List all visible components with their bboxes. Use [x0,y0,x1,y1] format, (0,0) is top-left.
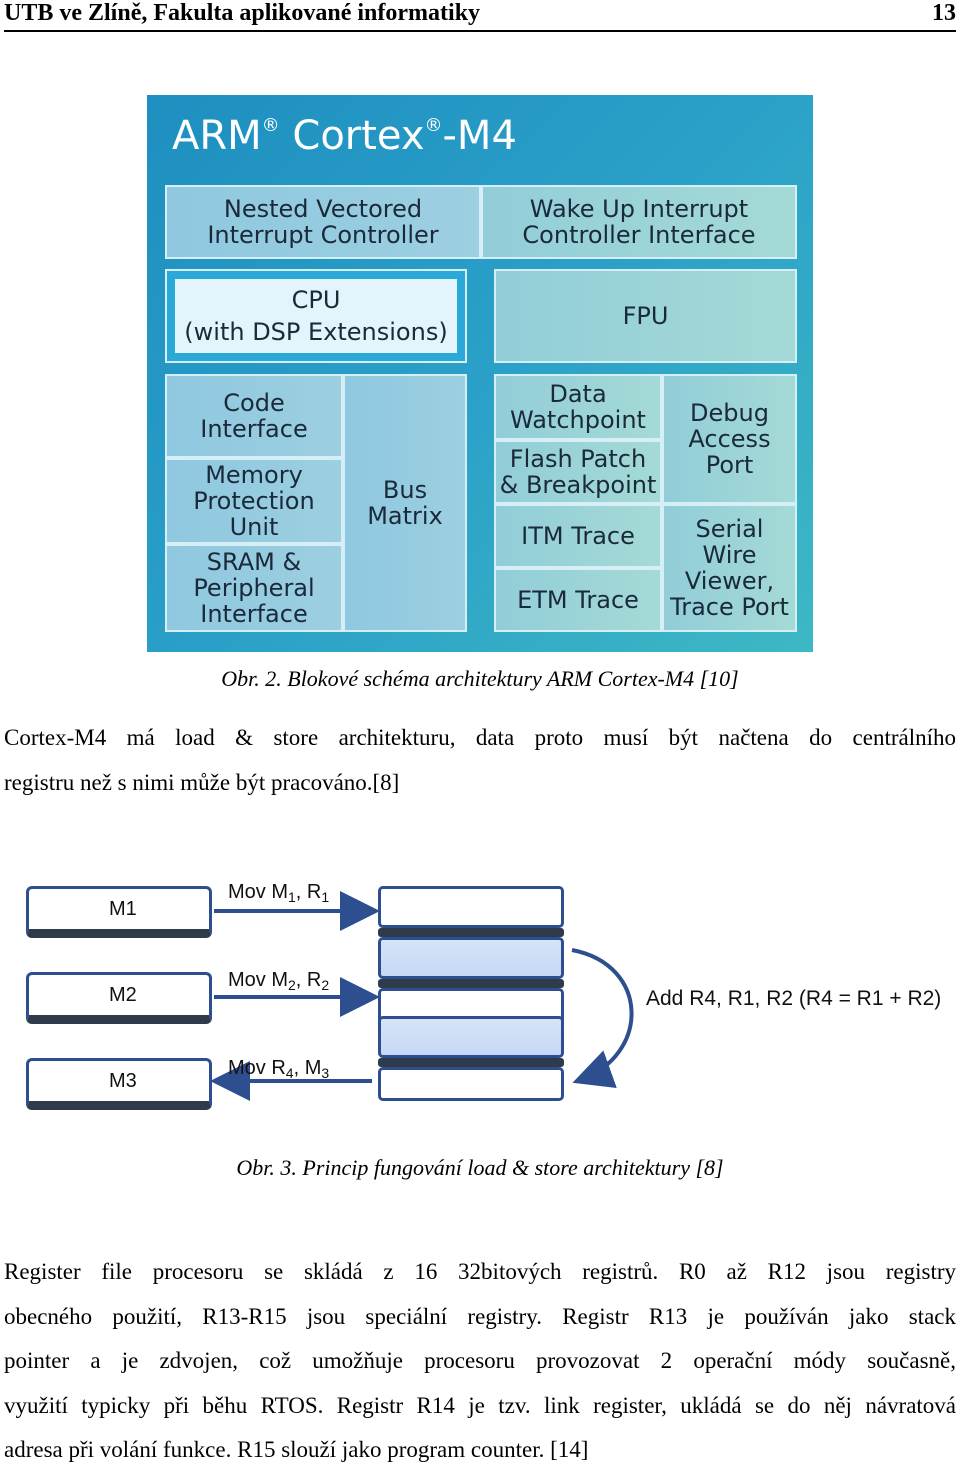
block-itm-trace: ITM Trace [494,504,662,568]
arrow-add [571,948,634,1089]
block-debug-access-port: Debug Access Port [662,374,797,504]
block-cpu-label: CPU (with DSP Extensions) [175,279,457,353]
figure2-caption: Obr. 2. Blokové schéma architektury ARM … [221,666,739,691]
register-separator [378,928,564,937]
block-nvic: Nested Vectored Interrupt Controller [165,185,481,259]
label-mov3: Mov R4, M3 [228,1057,330,1081]
label-mov2: Mov M2, R2 [228,969,330,993]
arrows-layer [210,891,634,1101]
arm-cortex-m4-diagram: ARM® Cortex®-M4 Nested Vectored Interrup… [147,95,813,652]
memory-m1: M1 [26,886,212,938]
memory-m3: M3 [26,1058,212,1110]
block-flash-patch: Flash Patch & Breakpoint [494,440,662,504]
figure3-caption: Obr. 3. Princip fungování load & store a… [236,1155,724,1180]
block-wic: Wake Up Interrupt Controller Interface [481,185,797,259]
paragraph-1-line-2: registru než s nimi může být pracováno.[… [4,769,400,795]
block-mpu: Memory Protection Unit [165,458,343,544]
block-serial-wire-viewer: Serial Wire Viewer, Trace Port [662,504,797,632]
paragraph-2-line-5: adresa při volání funkce. R15 slouží jak… [4,1437,589,1462]
block-cpu: CPU (with DSP Extensions) [165,269,467,363]
block-data-watchpoint: Data Watchpoint [494,374,662,440]
paragraph-2-line-4: využití typicky při běhu RTOS. Registr R… [4,1392,956,1418]
register-5 [378,1067,564,1101]
paragraph-2-line-3: pointer a je zdvojen, což umožňuje proce… [4,1348,956,1373]
register-4 [378,1016,564,1058]
register-separator [378,979,564,988]
register-separator [378,1058,564,1067]
block-etm-trace: ETM Trace [494,568,662,632]
load-store-diagram: M1 M2 M3 Mov M1, R1 Mov M2, R2 Mov R4, M… [0,855,960,1135]
paragraph-2-line-2: obecného použití, R13-R15 jsou speciální… [4,1303,956,1329]
paragraph-2: Register file procesoru se skládá z 16 3… [4,1250,956,1473]
paragraph-2-line-1: Register file procesoru se skládá z 16 3… [4,1259,956,1284]
label-mov1: Mov M1, R1 [228,881,330,905]
block-bus-matrix: Bus Matrix [343,374,467,632]
memory-m2: M2 [26,972,212,1024]
label-add: Add R4, R1, R2 (R4 = R1 + R2) [646,987,942,1010]
diagram-title: ARM® Cortex®-M4 [172,113,517,159]
register-1 [378,886,564,928]
block-sram: SRAM & Peripheral Interface [165,544,343,632]
page-number: 13 [932,0,956,26]
page-header: UTB ve Zlíně, Fakulta aplikované informa… [4,0,956,32]
block-fpu: FPU [494,269,797,363]
paragraph-1-line-1: Cortex-M4 má load & store architekturu, … [4,725,956,750]
paragraph-1: Cortex-M4 má load & store architekturu, … [4,716,956,805]
header-title: UTB ve Zlíně, Fakulta aplikované informa… [4,0,481,26]
register-2 [378,937,564,979]
block-code-interface: Code Interface [165,374,343,458]
